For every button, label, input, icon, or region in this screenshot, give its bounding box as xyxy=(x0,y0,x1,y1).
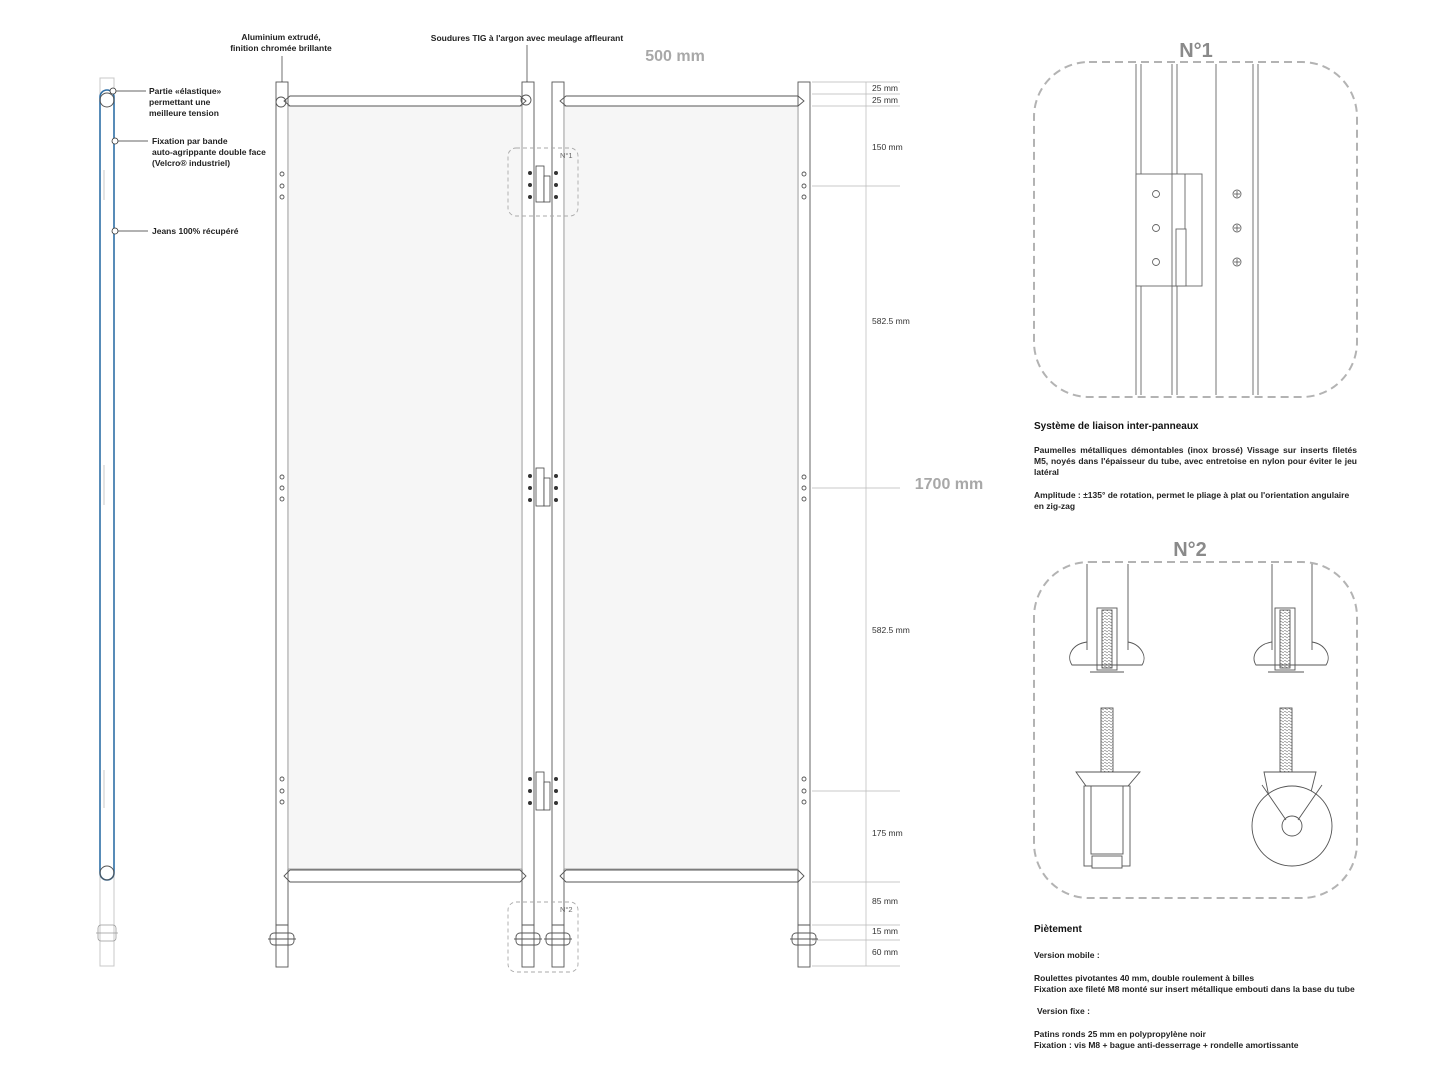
fabric-loop xyxy=(99,89,115,881)
detail1-title: N°1 xyxy=(1179,40,1213,62)
callout-elastic-1: Partie «élastique» xyxy=(149,86,222,96)
fixed-line-2: Fixation : vis M8 + bague anti-desserrag… xyxy=(1034,1040,1299,1050)
dim-3: 150 mm xyxy=(872,142,903,152)
mobile-line-2: Fixation axe fileté M8 monté sur insert … xyxy=(1034,984,1355,994)
panel-right xyxy=(544,81,818,968)
callout-welding: Soudures TIG à l'argon avec meulage affl… xyxy=(431,33,624,43)
callout-velcro-1: Fixation par bande xyxy=(152,136,228,146)
callout-velcro-2: auto-agrippante double face xyxy=(152,147,266,157)
zone-n2-marker xyxy=(507,901,579,973)
side-view: Partie «élastique» permettant une meille… xyxy=(96,77,266,967)
dim-6: 175 mm xyxy=(872,828,903,838)
detail1-para1: Paumelles métalliques démontables (inox … xyxy=(1034,445,1357,477)
zone-n2-tag: N°2 xyxy=(560,905,573,914)
detail2-feet xyxy=(1069,564,1333,869)
height-dimension: 1700 mm xyxy=(915,476,984,493)
dim-5: 582.5 mm xyxy=(872,625,910,635)
dim-2: 25 mm xyxy=(872,95,898,105)
zone-n1-marker xyxy=(507,147,579,217)
detail2-heading: Piètement xyxy=(1034,924,1082,935)
dim-4: 582.5 mm xyxy=(872,316,910,326)
detail1-frame xyxy=(1033,61,1358,398)
mobile-line-1: Roulettes pivotantes 40 mm, double roule… xyxy=(1034,973,1255,983)
callout-aluminium-2: finition chromée brillante xyxy=(230,43,332,53)
dim-7: 85 mm xyxy=(872,896,898,906)
detail1-para2: Amplitude : ±135° de rotation, permet le… xyxy=(1034,490,1350,511)
hinges xyxy=(528,165,558,811)
callout-elastic-3: meilleure tension xyxy=(149,108,219,118)
width-dimension: 500 mm xyxy=(645,48,705,65)
callout-jeans: Jeans 100% récupéré xyxy=(152,226,239,236)
detail1-hinge xyxy=(1135,64,1259,395)
dimension-chain xyxy=(812,81,900,967)
mobile-version-label: Version mobile : xyxy=(1034,950,1100,960)
callout-aluminium-1: Aluminium extrudé, xyxy=(241,32,320,42)
fixed-line-1: Patins ronds 25 mm en polypropylène noir xyxy=(1034,1029,1206,1039)
detail1-heading: Système de liaison inter-panneaux xyxy=(1034,421,1199,432)
dim-1: 25 mm xyxy=(872,83,898,93)
fixed-version-label: Version fixe : xyxy=(1037,1006,1090,1016)
zone-n1-tag: N°1 xyxy=(560,151,573,160)
callout-elastic-2: permettant une xyxy=(149,97,211,107)
dim-8: 15 mm xyxy=(872,926,898,936)
dim-9: 60 mm xyxy=(872,947,898,957)
detail2-title: N°2 xyxy=(1173,539,1207,561)
panel-left xyxy=(268,81,542,968)
callout-velcro-3: (Velcro® industriel) xyxy=(152,158,230,168)
detail2-frame xyxy=(1033,561,1358,899)
